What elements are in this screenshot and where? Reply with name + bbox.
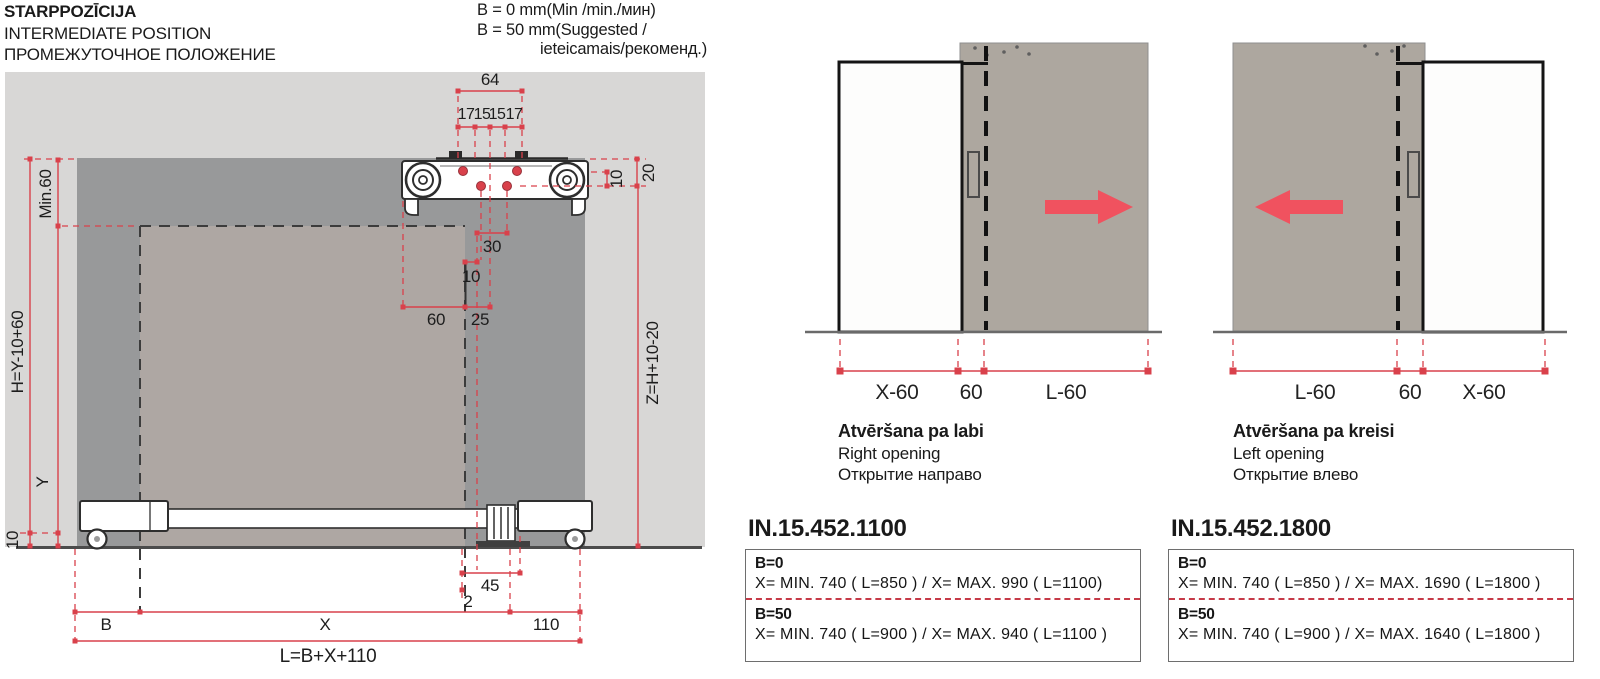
dim-10-mid-label: 10: [462, 267, 480, 286]
door-opening-area: [140, 226, 465, 546]
dim-z-formula-label: Z=H+10-20: [643, 321, 662, 404]
title-lv: STARPPOZĪCIJA: [4, 2, 137, 21]
left-opening-label-ru: Открытие влево: [1233, 465, 1359, 484]
title-en: INTERMEDIATE POSITION: [4, 23, 212, 43]
b50-label: B=50: [755, 606, 792, 623]
left-arrow-icon: [1255, 190, 1343, 224]
dim-17-label: 17: [506, 106, 523, 123]
dim-l-formula-label: L=B+X+110: [280, 646, 377, 667]
b-note-line2: B = 50 mm(Suggested /: [477, 20, 647, 39]
top-left-roller: [404, 161, 442, 199]
right-arrow-icon: [1045, 190, 1133, 224]
top-right-roller: [548, 161, 586, 199]
sliding-door: [1232, 42, 1426, 332]
product-code-1800: IN.15.452.1800: [1171, 515, 1331, 542]
sliding-door: [959, 42, 1149, 332]
b0-value: X= MIN. 740 ( L=850 ) / X= MAX. 1690 ( L…: [1178, 575, 1541, 592]
dashed-separator: [1169, 598, 1573, 600]
fixed-panel: [837, 60, 964, 334]
right-opening-label-ru: Открытие направо: [838, 465, 982, 484]
b0-label: B=0: [755, 555, 784, 572]
b50-value: X= MIN. 740 ( L=900 ) / X= MAX. 940 ( L=…: [755, 626, 1108, 643]
dim-64-label: 64: [481, 70, 499, 89]
b50-label: B=50: [1178, 606, 1215, 623]
dim-60-label: 60: [427, 310, 445, 329]
dim-20-label: 20: [639, 164, 658, 182]
dim-15-label: 15: [489, 106, 506, 123]
dim-x-label: X: [319, 615, 330, 634]
dim-60-label: 60: [1399, 381, 1422, 404]
dim-2-label: 2: [463, 592, 472, 611]
dim-17-label: 17: [458, 106, 475, 123]
left-opening-label-block: Atvēršana pa kreisi Left opening Открыти…: [1233, 421, 1394, 486]
opening-direction-diagrams: X-60 60 L-60 L-60 60 X-60: [805, 42, 1567, 404]
right-opening-label-lv: Atvēršana pa labi: [838, 421, 984, 441]
fixing-screw: [476, 181, 486, 191]
dim-h-formula-label: H=Y-10+60: [8, 311, 27, 394]
bottom-right-roller-housing: [517, 500, 593, 532]
dim-30-label: 30: [483, 237, 501, 256]
dim-110-label: 110: [533, 615, 559, 634]
fixing-screw: [502, 181, 512, 191]
dim-x60-label: X-60: [875, 381, 918, 404]
floor-guide: [476, 504, 530, 547]
b0-value: X= MIN. 740 ( L=850 ) / X= MAX. 990 ( L=…: [755, 575, 1103, 592]
dim-45-label: 45: [481, 576, 499, 595]
dim-15-label: 15: [474, 106, 491, 123]
screw-dots: [1363, 44, 1406, 56]
b-note-line3: ieteicamais/рекоменд.): [540, 40, 707, 58]
b0-label: B=0: [1178, 555, 1207, 572]
dimension-lines: [29, 90, 639, 642]
dim-10-bottom-left-label: 10: [3, 531, 22, 549]
dim-l60-label: L-60: [1046, 381, 1087, 404]
left-opening-label-lv: Atvēršana pa kreisi: [1233, 421, 1395, 441]
dim-min60-label: Min.60: [36, 169, 55, 218]
fixed-panel: [1421, 60, 1545, 334]
spec-table-1100: B=0 X= MIN. 740 ( L=850 ) / X= MAX. 990 …: [745, 549, 1141, 662]
dim-60-label: 60: [960, 381, 983, 404]
dim-y-label: Y: [33, 476, 52, 487]
intermediate-position-drawing: 64 17 15 15 17 10 20 Z=H+10-20 H=Y-10+60…: [3, 70, 705, 667]
fixing-screw: [458, 166, 468, 176]
spec-table-1800: B=0 X= MIN. 740 ( L=850 ) / X= MAX. 1690…: [1168, 549, 1574, 662]
right-opening-diagram: X-60 60 L-60: [805, 42, 1162, 404]
left-opening-label-en: Left opening: [1233, 443, 1325, 463]
fixing-screw: [512, 166, 522, 176]
right-opening-label-en: Right opening: [838, 443, 941, 463]
door-handle: [967, 151, 980, 198]
dim-l60-label: L-60: [1295, 381, 1336, 404]
door-handle: [1407, 151, 1420, 198]
opening-dashed-outline: [139, 225, 467, 612]
right-opening-label-block: Atvēršana pa labi Right opening Открытие…: [838, 421, 984, 486]
b50-value: X= MIN. 740 ( L=900 ) / X= MAX. 1640 ( L…: [1178, 626, 1541, 643]
dimension-markers: [27, 88, 641, 644]
dim-25-label: 25: [471, 310, 489, 329]
b-note-line1: B = 0 mm(Min /min./мин): [477, 1, 656, 19]
page-title-block: STARPPOZĪCIJA INTERMEDIATE POSITION ПРОМ…: [4, 1, 276, 66]
title-ru: ПРОМЕЖУТОЧНОЕ ПОЛОЖЕНИЕ: [4, 45, 276, 64]
dashed-separator: [746, 598, 1140, 600]
left-opening-diagram: L-60 60 X-60: [1213, 42, 1567, 404]
dim-x60-label: X-60: [1462, 381, 1505, 404]
b-parameter-note: B = 0 mm(Min /min./мин) B = 50 mm(Sugges…: [477, 1, 707, 60]
dim-10-top-label: 10: [607, 170, 626, 188]
dim-b-label: B: [100, 615, 111, 634]
bottom-rail-assembly: [79, 500, 593, 550]
product-code-1100: IN.15.452.1100: [748, 515, 907, 542]
bottom-left-roller-housing: [79, 500, 169, 532]
